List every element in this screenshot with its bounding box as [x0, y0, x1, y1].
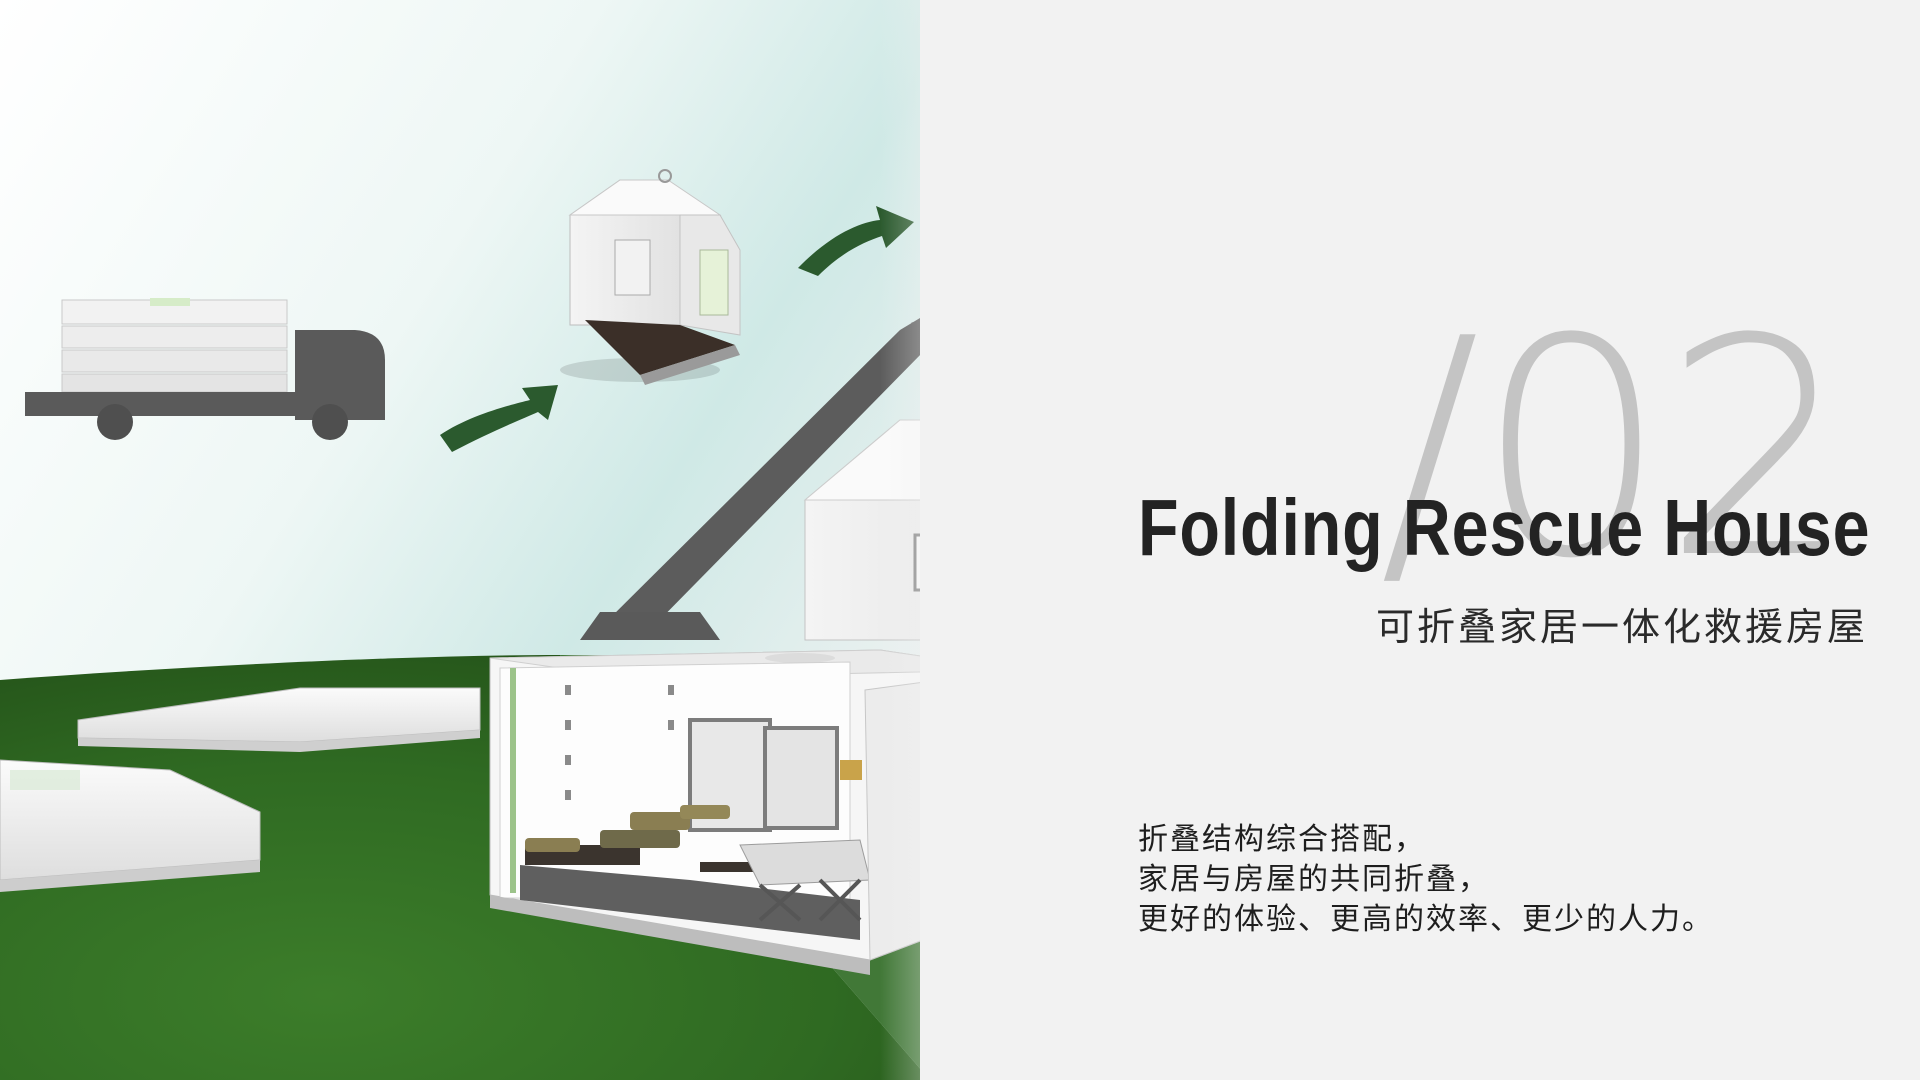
page-subtitle: 可折叠家居一体化救援房屋	[1375, 605, 1868, 649]
page-title: Folding Rescue House	[1137, 483, 1870, 572]
description-line: 家居与房屋的共同折叠，	[1138, 862, 1490, 897]
folded-panels	[0, 687, 481, 892]
section-number: /02	[1379, 275, 1854, 624]
unfolding-house	[560, 169, 741, 385]
description: 折叠结构综合搭配， 家居与房屋的共同折叠， 更好的体验、更高的效率、更少的人力。	[1138, 820, 1714, 940]
description-line: 更好的体验、更高的效率、更少的人力。	[1138, 902, 1714, 937]
description-line: 折叠结构综合搭配，	[1138, 822, 1426, 857]
truck-icon	[25, 298, 385, 440]
